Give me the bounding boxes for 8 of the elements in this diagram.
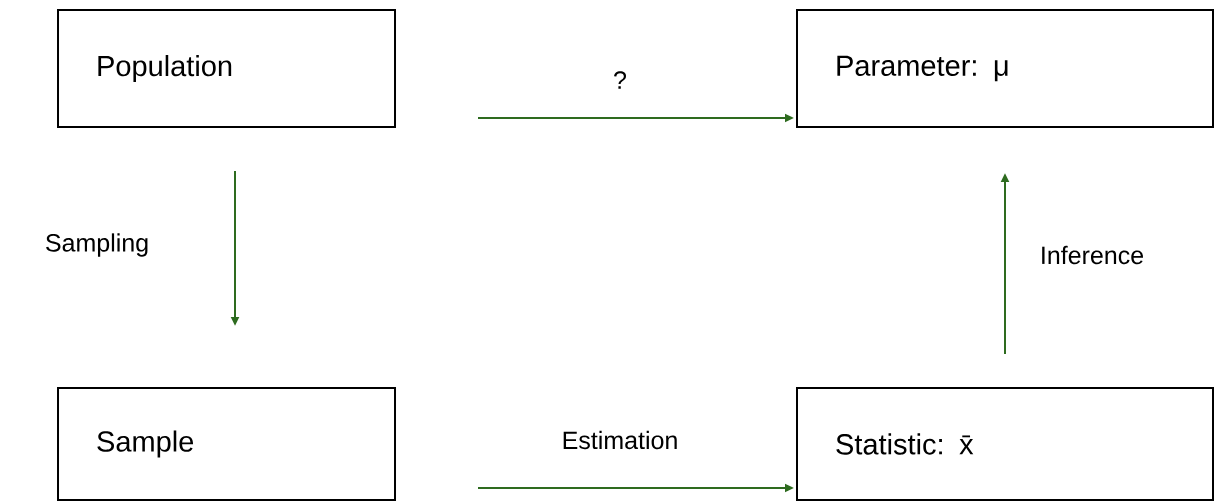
process-box: Statistic: x̄ <box>796 387 1214 501</box>
process-box: Parameter: μ <box>796 9 1214 128</box>
process-box: Population <box>57 9 396 128</box>
process-box: Sample <box>57 387 396 501</box>
edge-label: Sampling <box>43 232 151 258</box>
edge-label: Inference <box>1038 244 1146 266</box>
edge-label: ? <box>612 70 628 90</box>
edge-label: Estimation <box>560 429 680 451</box>
